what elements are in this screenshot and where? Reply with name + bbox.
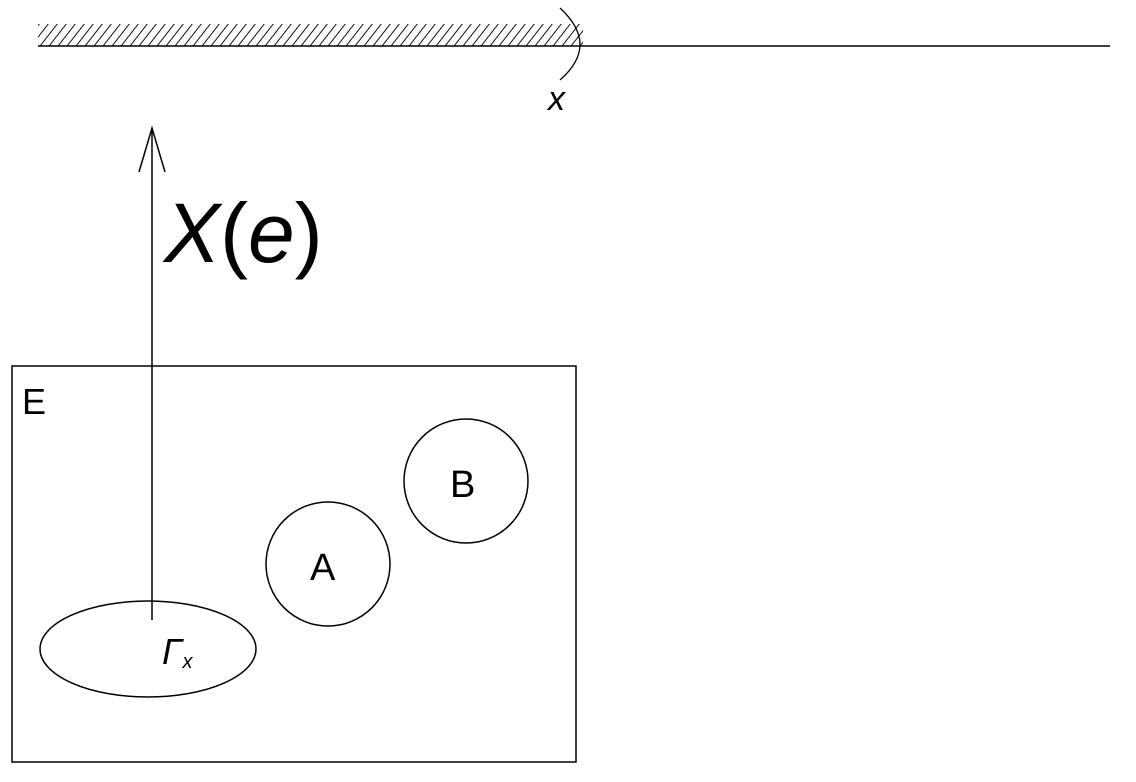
sample-space: E (11, 365, 577, 763)
mapping-label: X(e) (162, 186, 323, 280)
mapping-label-close: ) (295, 186, 323, 280)
mapping-arrow (138, 125, 166, 620)
event-a: A (265, 501, 391, 627)
event-a-circle (265, 501, 391, 627)
event-a-label: A (310, 547, 336, 589)
preimage-set: Γx (39, 600, 257, 698)
preimage-label-main: Γ (162, 631, 184, 672)
preimage-label: Γx (162, 631, 194, 673)
event-b-label: B (450, 464, 475, 506)
arrow-head (138, 125, 166, 173)
mapping-label-main: X (162, 186, 223, 280)
sample-space-label: E (22, 381, 46, 422)
preimage-label-sub: x (182, 651, 194, 673)
preimage-ellipse (39, 600, 257, 698)
axis-point-label: x (546, 80, 566, 118)
real-axis: x (38, 7, 1110, 118)
hatched-region (38, 24, 583, 46)
event-b: B (403, 418, 529, 544)
axis-point-bracket (559, 7, 581, 81)
event-b-circle (403, 418, 529, 544)
sample-space-box (11, 365, 577, 763)
mapping-label-arg: e (248, 186, 295, 280)
mapping-label-open: ( (220, 186, 248, 280)
